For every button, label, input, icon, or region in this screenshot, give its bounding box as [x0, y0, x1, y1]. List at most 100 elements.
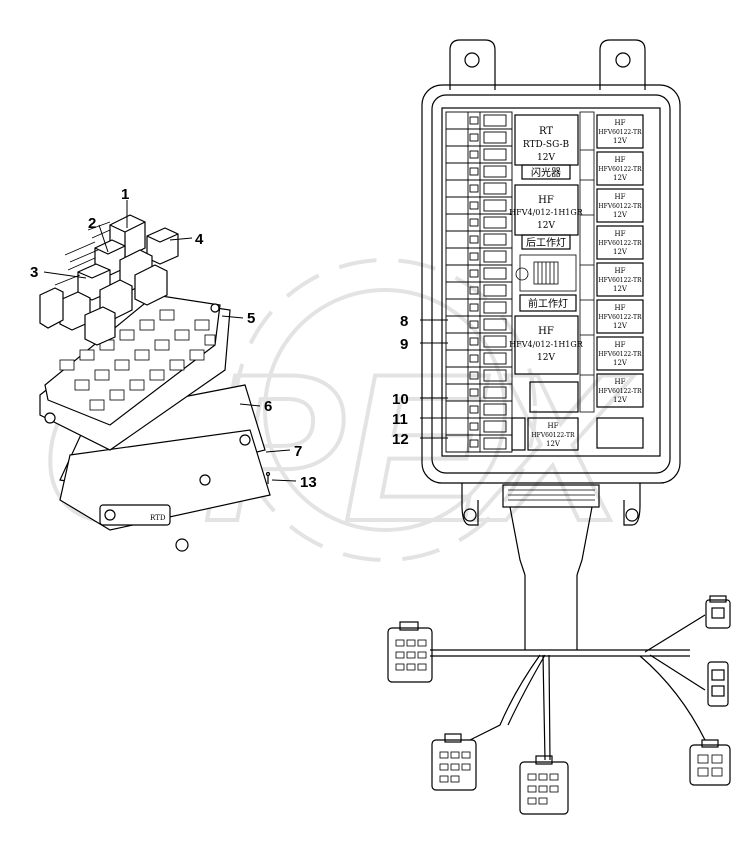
- relay-right-label: 12V: [613, 359, 628, 367]
- cover-mark: RTD: [150, 514, 166, 522]
- branch-right-upper: [644, 614, 706, 653]
- fuse-box-body: [39, 294, 231, 451]
- relay-right-label: 12V: [613, 285, 628, 293]
- relay-bottom: HF HFV60122-TR 12V: [527, 417, 579, 451]
- svg-text:HFV4/012-1H1GR: HFV4/012-1H1GR: [509, 340, 584, 349]
- exploded-fuse-box: RTD: [39, 214, 271, 552]
- callout-12: 12: [392, 431, 409, 448]
- svg-text:RTD-SG-B: RTD-SG-B: [523, 140, 570, 150]
- callout-2: 2: [88, 215, 96, 232]
- fuse-slot: [446, 386, 512, 402]
- callout-6: 6: [264, 398, 272, 415]
- connector-left-lower: [431, 733, 477, 791]
- svg-text:12V: 12V: [537, 153, 555, 163]
- mount-ear-right: [599, 39, 646, 90]
- fuse-slot: [446, 420, 512, 436]
- relay-right-label: 12V: [613, 174, 628, 182]
- relay-right-label: 12V: [613, 211, 628, 219]
- callout-8: 8: [400, 313, 408, 330]
- relay-right-label: HF: [615, 378, 626, 386]
- callout-5: 5: [247, 310, 255, 327]
- callout-3: 3: [30, 264, 38, 281]
- callout-11: 11: [392, 411, 408, 428]
- relay-right-label: HF: [615, 230, 626, 238]
- relay-mid: HF HFV4/012-1H1GR 12V: [509, 315, 584, 375]
- callout-numbers: 1 2 3 4 5 6 7 8 9 10 11 12 13: [30, 186, 409, 491]
- svg-text:HFV60122-TR: HFV60122-TR: [531, 432, 575, 439]
- connector-right-mid: [707, 661, 729, 707]
- fuse-column: [445, 111, 513, 453]
- fuse-slot: [446, 335, 512, 351]
- relay-right-label: 12V: [613, 137, 628, 145]
- fuse-slot: [446, 352, 512, 368]
- relay-right-label: HFV60122-TR: [598, 314, 642, 321]
- fuse-slot: [446, 301, 512, 317]
- housing-inner: [441, 107, 661, 457]
- screw: [265, 471, 271, 484]
- svg-text:闪光器: 闪光器: [531, 166, 561, 179]
- svg-text:RT: RT: [539, 126, 553, 137]
- fuse-slot: [446, 284, 512, 300]
- fuse-slot: [446, 267, 512, 283]
- fuse-slot: [446, 182, 512, 198]
- svg-text:12V: 12V: [537, 353, 555, 363]
- connector-right-top: [705, 595, 731, 629]
- svg-text:12V: 12V: [546, 440, 561, 448]
- right-relay-column: HFHFV60122-TR12VHFHFV60122-TR12VHFHFV601…: [596, 114, 644, 408]
- callout-7: 7: [294, 443, 302, 460]
- connector-center-bottom: [519, 755, 569, 815]
- svg-text:12V: 12V: [537, 221, 555, 231]
- relay-right-label: 12V: [613, 322, 628, 330]
- relay-right-label: HF: [615, 156, 626, 164]
- fuse-slot: [446, 233, 512, 249]
- relay-right-label: HF: [615, 341, 626, 349]
- fuse-slot: [446, 216, 512, 232]
- connector-left-upper: [387, 621, 433, 683]
- mount-ear-left: [449, 39, 496, 90]
- relay-right-label: HFV60122-TR: [598, 277, 642, 284]
- vent-area: [515, 254, 577, 292]
- branch-center: [542, 654, 546, 761]
- callout-9: 9: [400, 336, 408, 353]
- relay-right-label: HFV60122-TR: [598, 351, 642, 358]
- callout-10: 10: [392, 391, 409, 408]
- callout-1: 1: [121, 186, 129, 203]
- fuse-slot: [446, 369, 512, 385]
- relays-exploded: [39, 214, 179, 346]
- relay-rear-work-light: HF HFV4/012-1H1GR 12V 后工作灯: [509, 184, 584, 250]
- fuse-box-top-view: RT RTD-SG-B 12V 闪光器 HF HFV4/012-1H1GR 12…: [421, 39, 681, 484]
- label-column: [579, 111, 595, 413]
- svg-text:HFV4/012-1H1GR: HFV4/012-1H1GR: [509, 208, 584, 217]
- relay-flasher: RT RTD-SG-B 12V 闪光器: [514, 114, 579, 180]
- branch-left: [469, 654, 541, 741]
- watermark-gear: [233, 258, 537, 562]
- relay-right-label: HFV60122-TR: [598, 240, 642, 247]
- relay-right-label: HF: [615, 267, 626, 275]
- empty-slot: [529, 381, 579, 413]
- fuse-slot: [446, 165, 512, 181]
- wiring-harness: [387, 483, 731, 815]
- relay-front-work-light-label: 前工作灯: [519, 294, 577, 312]
- fuse-slot: [446, 199, 512, 215]
- relay-right-label: HFV60122-TR: [598, 129, 642, 136]
- bottom-tray: RTD: [59, 429, 271, 552]
- relay-right-label: HFV60122-TR: [598, 388, 642, 395]
- connector-right-bottom: [689, 739, 731, 786]
- svg-text:后工作灯: 后工作灯: [526, 237, 566, 249]
- relay-right-label: HF: [615, 304, 626, 312]
- relay-right-label: 12V: [613, 248, 628, 256]
- fuse-slot: [446, 114, 512, 130]
- svg-text:HF: HF: [538, 195, 554, 206]
- fuse-slot: [446, 250, 512, 266]
- relay-right-label: 12V: [613, 396, 628, 404]
- callout-4: 4: [195, 231, 204, 248]
- callouts: [43, 200, 448, 482]
- fuse-slot: [446, 403, 512, 419]
